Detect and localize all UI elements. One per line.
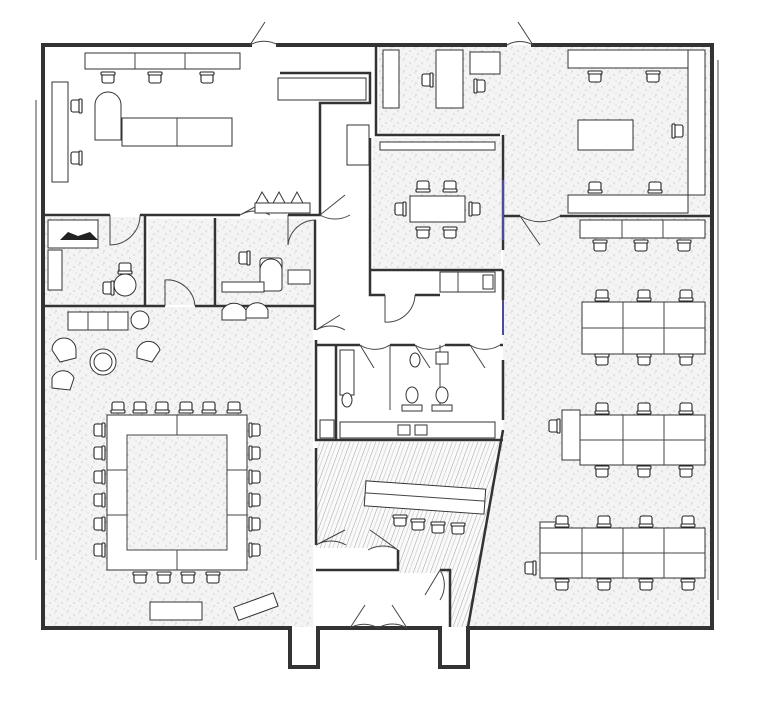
door-break-2 [367,529,399,551]
office-top-left-furniture [51,52,370,214]
exterior-walls [35,43,719,669]
interior-walls [43,47,712,628]
door-top-left [249,21,279,46]
doors [109,21,561,629]
door-entry-left [349,604,379,629]
restrooms-furniture [319,345,496,439]
floor-small-office-2 [148,219,214,305]
door-office-1 [109,214,141,246]
small-offices-furniture [47,219,311,321]
open-office-top-right-furniture [567,49,706,214]
door-top-right [506,21,534,46]
door-entry-right [377,604,408,629]
door-right-top [519,215,561,246]
door-lounge [164,279,196,307]
office-top-middle-furniture [382,49,501,109]
door-conf-left [315,314,346,331]
door-restroom-3 [469,344,501,369]
door-office-3 [287,215,317,246]
door-closet [384,294,416,323]
door-restroom-2 [414,344,446,369]
conference-room-small-furniture [379,141,496,293]
door-restroom-1 [359,344,391,369]
break-area-furniture [363,480,487,535]
open-workstations-furniture [524,219,706,591]
large-conference-furniture [51,310,279,622]
door-vestibule-right [424,569,445,601]
door-break-1 [315,529,347,546]
door-corridor [319,194,351,220]
